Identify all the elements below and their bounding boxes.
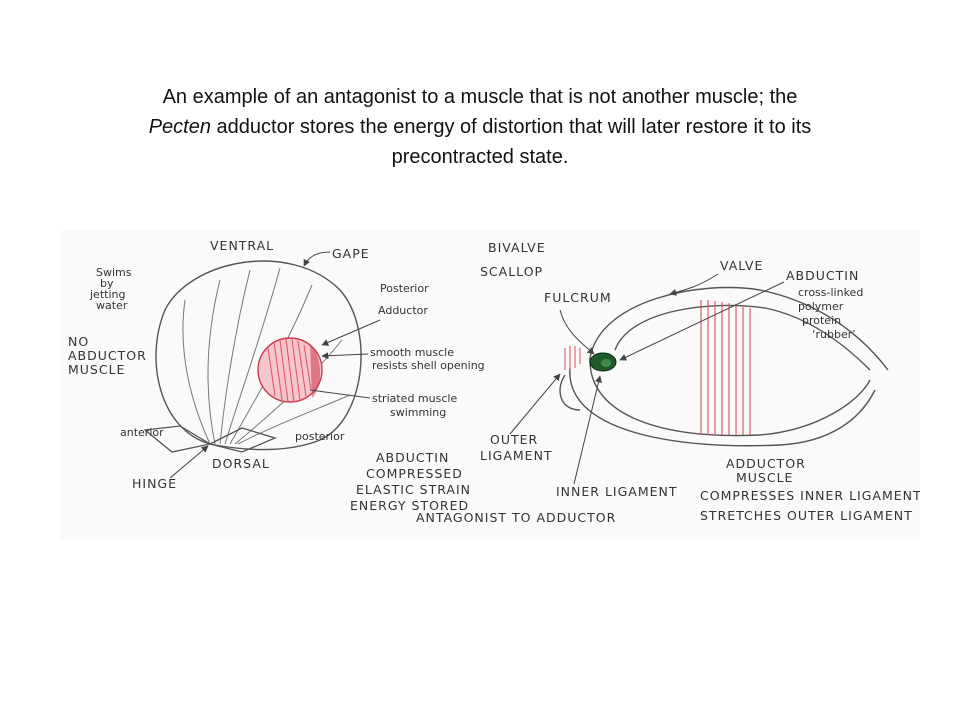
label-outer-ligament-1: OUTER bbox=[490, 432, 538, 447]
label-swims-4: water bbox=[96, 299, 128, 312]
label-antagonist: ANTAGONIST TO ADDUCTOR bbox=[416, 510, 616, 525]
label-abductin-right: ABDUCTIN bbox=[786, 268, 859, 283]
caption-line-2: Pecten adductor stores the energy of dis… bbox=[40, 112, 920, 142]
label-abductin-1: ABDUCTIN bbox=[376, 450, 449, 465]
label-dorsal: DORSAL bbox=[212, 456, 270, 471]
caption-italic-genus: Pecten bbox=[148, 116, 211, 138]
label-adductor-1: ADDUCTOR bbox=[726, 456, 806, 471]
label-abductin-2: COMPRESSED bbox=[366, 466, 463, 481]
label-inner-ligament: INNER LIGAMENT bbox=[556, 484, 678, 499]
label-compresses: COMPRESSES INNER LIGAMENT bbox=[700, 488, 920, 503]
caption-line-3: precontracted state. bbox=[391, 146, 569, 168]
label-anterior: anterior bbox=[120, 426, 164, 439]
label-no-1: NO bbox=[68, 334, 89, 349]
label-scallop: SCALLOP bbox=[480, 264, 543, 279]
label-no-2: ABDUCTOR bbox=[68, 348, 147, 363]
label-fulcrum: FULCRUM bbox=[544, 290, 612, 305]
label-no-3: MUSCLE bbox=[68, 362, 125, 377]
diagram-canvas: VENTRAL GAPE Swims by jetting water NO A… bbox=[68, 238, 920, 525]
label-swims-2: by bbox=[100, 277, 114, 290]
posterior-adductor-muscle bbox=[257, 337, 323, 403]
label-outer-ligament-2: LIGAMENT bbox=[480, 448, 553, 463]
outer-ligament bbox=[564, 346, 581, 370]
label-abductin-3: ELASTIC STRAIN bbox=[356, 482, 471, 497]
label-valve: VALVE bbox=[720, 258, 763, 273]
figure-caption: An example of an antagonist to a muscle … bbox=[40, 82, 920, 172]
label-hinge: HINGE bbox=[132, 476, 177, 491]
label-striated-2: swimming bbox=[390, 406, 446, 419]
caption-line-1: An example of an antagonist to a muscle … bbox=[162, 86, 798, 108]
label-swims-3: jetting bbox=[89, 288, 125, 301]
adductor-muscle bbox=[700, 300, 751, 435]
label-crosslinked-4: ‘rubber’ bbox=[812, 328, 856, 341]
scallop-diagram: VENTRAL GAPE Swims by jetting water NO A… bbox=[60, 230, 920, 540]
label-crosslinked-2: polymer bbox=[798, 300, 844, 313]
label-posterior-adductor-2: Adductor bbox=[378, 304, 428, 317]
valve-outline bbox=[559, 286, 889, 447]
label-stretches: STRETCHES OUTER LIGAMENT bbox=[700, 508, 913, 523]
label-gape: GAPE bbox=[332, 246, 370, 261]
label-smooth-2: resists shell opening bbox=[372, 359, 485, 372]
inner-ligament bbox=[589, 352, 617, 372]
label-smooth-1: smooth muscle bbox=[370, 346, 454, 359]
label-posterior: posterior bbox=[295, 430, 345, 443]
label-crosslinked-1: cross-linked bbox=[798, 286, 863, 299]
label-bivalve: BIVALVE bbox=[488, 240, 546, 255]
label-adductor-2: MUSCLE bbox=[736, 470, 793, 485]
label-posterior-adductor-1: Posterior bbox=[380, 282, 429, 295]
label-striated-1: striated muscle bbox=[372, 392, 457, 405]
label-swims-1: Swims bbox=[96, 266, 132, 279]
label-abductin-4: ENERGY STORED bbox=[350, 498, 469, 513]
caption-line-2-rest: adductor stores the energy of distortion… bbox=[210, 116, 812, 138]
label-crosslinked-3: protein bbox=[802, 314, 841, 327]
shell-outline bbox=[143, 260, 362, 453]
label-ventral: VENTRAL bbox=[210, 238, 274, 253]
